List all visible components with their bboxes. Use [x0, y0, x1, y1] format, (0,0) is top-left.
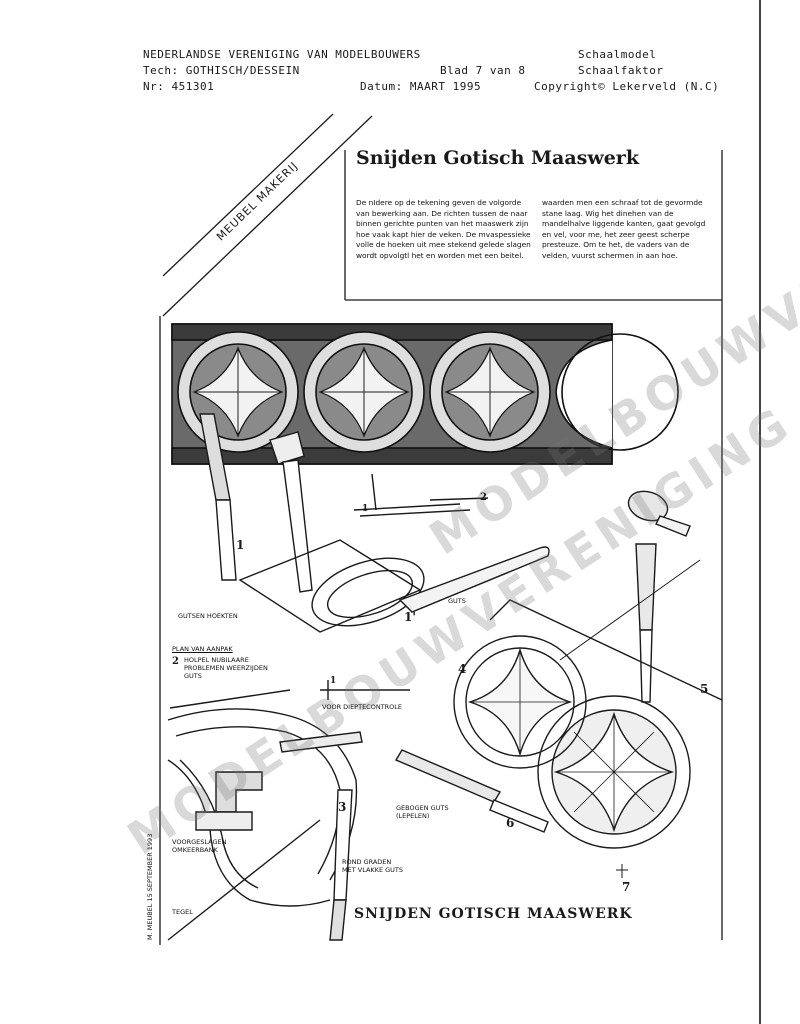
step-1c-label: 1 — [362, 504, 369, 514]
rosette-five-drawing — [537, 543, 691, 849]
tracery-frieze — [171, 323, 679, 465]
step-2b-label: 2 — [172, 656, 179, 667]
step-7-label: 7 — [622, 880, 631, 894]
step-5-label: 5 — [700, 682, 709, 696]
rosette-four-drawing — [453, 599, 723, 769]
label-dieptecontrole: VOOR DIEPTECONTROLE — [322, 703, 403, 711]
article-column-1: De nIdere op de tekening geven de volgor… — [356, 198, 531, 260]
bottom-title: SNIJDEN GOTISCH MAASWERK — [354, 906, 633, 922]
header-line-3-mid: Datum: MAART 1995 — [360, 80, 482, 93]
step-2-label: 2 — [480, 492, 487, 503]
header-line-2-right: Schaalfaktor — [578, 64, 664, 77]
vertical-margin-text: M. MEUBEL 15 SEPTEMBER 1993 — [146, 833, 154, 940]
header-line-2-mid: Blad 7 van 8 — [440, 64, 526, 77]
dashed-marker-label: 1 — [330, 676, 337, 686]
label-gebogen-guts: GEBOGEN GUTS (LEPELEN) — [396, 804, 449, 820]
article-column-2: waarden men een schraaf tot de gevormde … — [542, 198, 706, 260]
tracery-detail-drawing — [167, 680, 410, 941]
section-one-drawing — [199, 413, 550, 633]
step-1-label: 1 — [236, 538, 245, 552]
header-line-3-right: Copyright© Lekerveld (N.C) — [534, 80, 720, 93]
gouge-six-drawing — [394, 749, 549, 833]
label-plan-header: PLAN VAN AANPAK — [172, 645, 233, 653]
header-line-3-left: Nr: 451301 — [143, 80, 215, 93]
header-line-2-left: Tech: GOTHISCH/DESSEIN — [143, 64, 300, 77]
label-plan-body: HOLPEL NUBILAARE PROBLEMEN WEERZIJDEN GU… — [184, 656, 268, 680]
label-voorgeslagen: VOORGESLAGEN OMKEERBANK — [172, 838, 227, 854]
step-3-label: 3 — [338, 800, 347, 814]
header-line-1-right: Schaalmodel — [578, 48, 657, 61]
page-right-border — [759, 0, 761, 1024]
step-4-label: 4 — [458, 662, 467, 676]
header-line-1-left: NEDERLANDSE VERENIGING VAN MODELBOUWERS — [143, 48, 421, 61]
step-1b-label: 1' — [404, 610, 417, 624]
label-gutsen-hoekten: GUTSEN HOEKTEN — [178, 612, 238, 620]
label-guts: GUTS — [448, 597, 466, 605]
step-6-label: 6 — [506, 816, 515, 830]
article-title: Snijden Gotisch Maaswerk — [356, 147, 639, 169]
mallet-drawing — [627, 490, 691, 537]
label-tegel: TEGEL — [172, 908, 193, 916]
label-rond-graden: ROND GRADEN MET VLAKKE GUTS — [342, 858, 404, 874]
